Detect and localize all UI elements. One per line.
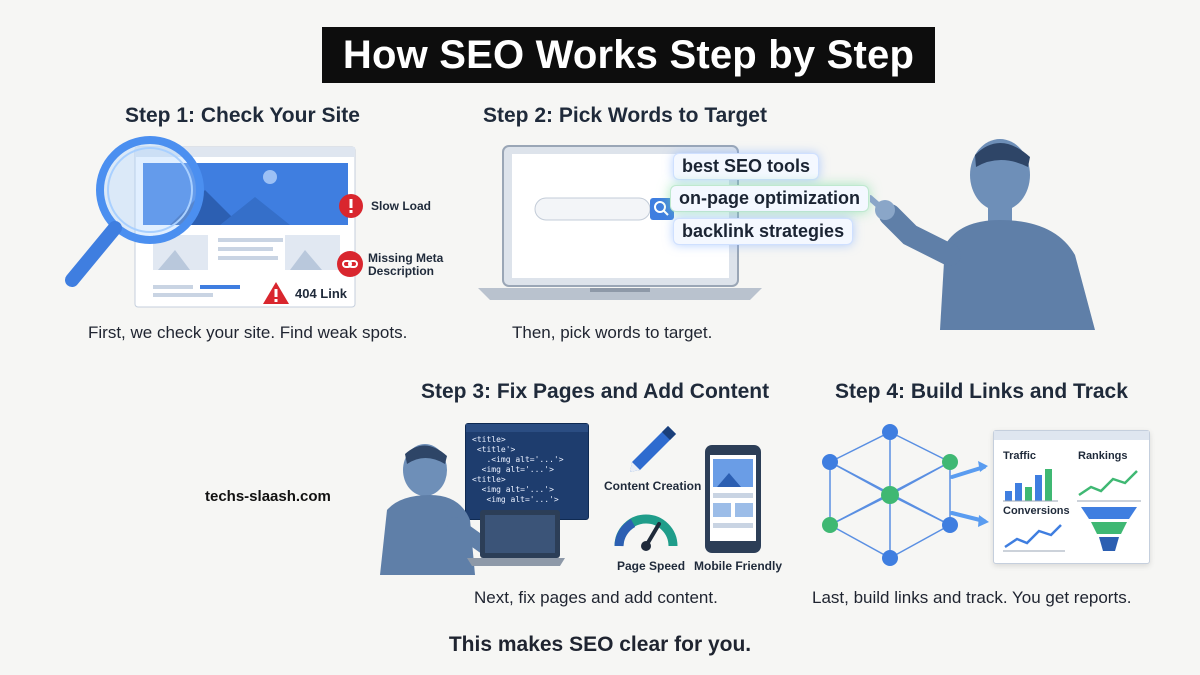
page-title: How SEO Works Step by Step (342, 32, 915, 77)
step-2-caption: Then, pick words to target. (512, 323, 713, 342)
code-editor-window: <title> <title'> .<img alt='...'> <img a… (465, 423, 589, 520)
link-network-illustration (822, 424, 958, 566)
keyword-backlink-strategies: backlink strategies (673, 218, 854, 245)
error-icon (339, 194, 363, 218)
developer-at-laptop-illustration (380, 444, 565, 575)
label-content-creation: Content Creation (604, 479, 702, 493)
step-4-heading: Step 4: Build Links and Track (835, 380, 1128, 403)
broken-link-icon (337, 251, 363, 277)
step-3-caption: Next, fix pages and add content. (474, 588, 718, 607)
site-watermark: techs-slaash.com (205, 488, 331, 505)
step-3-heading: Step 3: Fix Pages and Add Content (421, 380, 770, 403)
code-line: <title> (472, 435, 506, 444)
step-2-heading: Step 2: Pick Words to Target (483, 104, 767, 127)
issue-missing-meta: Missing Meta Description (368, 251, 444, 278)
keyword-on-page-optimization: on-page optimization (670, 185, 869, 212)
step-4-caption: Last, build links and track. You get rep… (812, 588, 1132, 607)
keyword-best-seo-tools: best SEO tools (673, 153, 820, 180)
label-traffic: Traffic (1003, 450, 1037, 462)
conversions-line-chart (1003, 524, 1065, 552)
label-conversions: Conversions (1003, 505, 1070, 517)
person-pointing-illustration (870, 139, 1095, 330)
issue-404-link: 404 Link (295, 286, 348, 301)
conversion-funnel (1081, 507, 1137, 551)
laptop-illustration (478, 145, 762, 300)
code-line: <img alt='...'> (472, 495, 559, 504)
speedometer-icon (614, 514, 678, 551)
step-1-heading: Step 1: Check Your Site (125, 104, 360, 127)
code-line: <img alt='...'> (472, 485, 554, 494)
title-banner: How SEO Works Step by Step (322, 27, 935, 83)
issue-slow-load: Slow Load (371, 199, 431, 213)
dashboard-charts (1003, 469, 1141, 552)
site-audit-illustration (65, 136, 356, 308)
search-icon (654, 201, 666, 213)
arrow-icon (950, 461, 989, 527)
code-line: <title> (472, 475, 506, 484)
warning-icon (263, 282, 289, 304)
label-rankings: Rankings (1078, 450, 1128, 462)
footer-tagline: This makes SEO clear for you. (448, 633, 752, 656)
pen-icon (630, 426, 676, 472)
rankings-line-chart (1077, 470, 1141, 502)
mobile-phone-icon (705, 445, 761, 553)
code-line: .<img alt='...'> (472, 455, 564, 464)
label-mobile-friendly: Mobile Friendly (694, 559, 783, 573)
step-1-caption: First, we check your site. Find weak spo… (88, 323, 408, 342)
code-line: <img alt='...'> (472, 465, 554, 474)
code-line: <title'> (472, 445, 516, 454)
label-page-speed: Page Speed (617, 559, 686, 573)
traffic-bar-chart (1003, 469, 1058, 502)
